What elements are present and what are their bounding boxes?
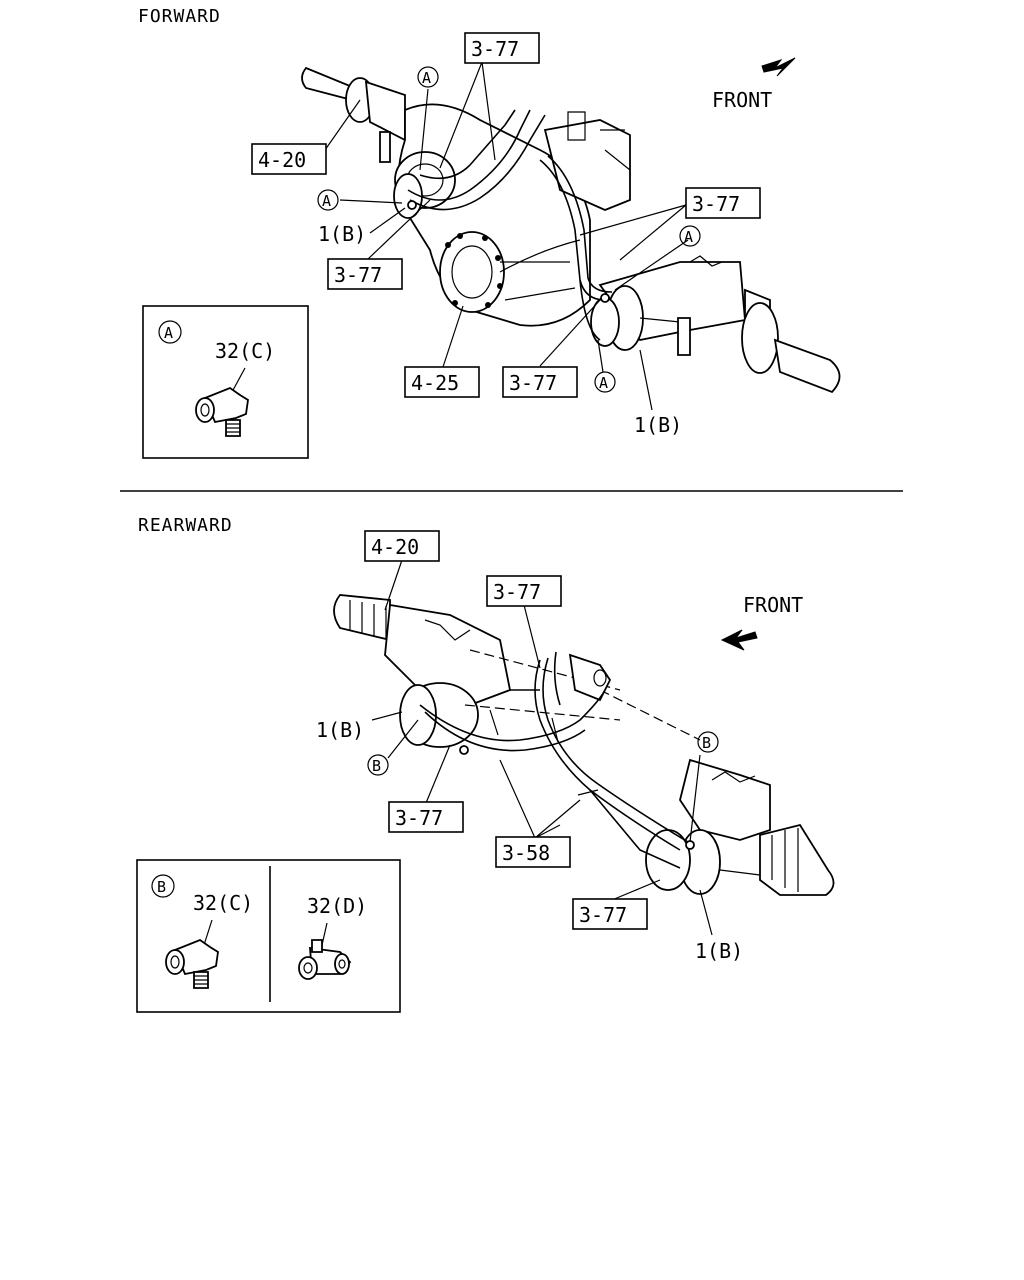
rearward-axle-illustration	[333, 594, 835, 896]
rearward-title: REARWARD	[138, 515, 233, 536]
callout-a-letter: A	[684, 228, 693, 246]
ref-3-58-label: 3-58	[502, 841, 550, 865]
ref-box-4-20[interactable]: 4-20	[364, 530, 440, 562]
ref-box-3-77-left[interactable]: 3-77	[327, 258, 403, 290]
ref-box-3-58[interactable]: 3-58	[495, 836, 571, 868]
ref-box-3-77-left[interactable]: 3-77	[388, 801, 464, 833]
ref-box-4-25[interactable]: 4-25	[404, 366, 480, 398]
callout-a-marker: A	[679, 225, 701, 247]
ref-3-77-right-label: 3-77	[692, 192, 740, 216]
ref-box-3-77-right[interactable]: 3-77	[685, 187, 761, 219]
forward-axle-illustration	[301, 66, 841, 394]
ref-4-20-label: 4-20	[258, 148, 306, 172]
elbow-fitting-icon	[195, 386, 249, 437]
callout-a-marker: A	[594, 371, 616, 393]
front-arrow-icon	[761, 57, 796, 77]
part-label-1b-right: 1(B)	[695, 939, 743, 963]
inset-a-part-label: 32(C)	[215, 339, 275, 363]
inset-a-letter: A	[164, 324, 173, 342]
callout-b-marker: B	[697, 731, 719, 753]
ref-3-77-left-label: 3-77	[395, 806, 443, 830]
callout-b-marker: B	[367, 754, 389, 776]
rearward-leader-lines	[371, 559, 713, 936]
detail-inset-a: A 32(C)	[142, 305, 309, 459]
callout-a-letter: A	[599, 374, 608, 392]
ref-3-77-top-label: 3-77	[471, 37, 519, 61]
ref-3-77-bottom-label: 3-77	[579, 903, 627, 927]
detail-inset-b: B 32(C) 32(D)	[136, 859, 401, 1013]
rearward-front-label: FRONT	[743, 593, 803, 617]
ref-3-77-bottom-label: 3-77	[509, 371, 557, 395]
forward-title: FORWARD	[138, 6, 221, 27]
tee-fitting-icon	[298, 939, 352, 980]
ref-box-4-20[interactable]: 4-20	[251, 143, 327, 175]
callout-a-letter: A	[322, 192, 331, 210]
callout-a-marker: A	[417, 66, 439, 88]
inset-b-part-left-label: 32(C)	[193, 891, 253, 915]
ref-box-3-77-top[interactable]: 3-77	[464, 32, 540, 64]
ref-3-77-top-label: 3-77	[493, 580, 541, 604]
rearward-section: REARWARD FRONT	[136, 515, 835, 1013]
ref-4-20-label: 4-20	[371, 535, 419, 559]
forward-leader-lines	[291, 61, 689, 411]
callout-a-marker: A	[317, 189, 339, 211]
ref-4-25-label: 4-25	[411, 371, 459, 395]
callout-b-letter: B	[702, 734, 711, 752]
inset-b-part-right-label: 32(D)	[307, 894, 367, 918]
forward-front-label: FRONT	[712, 88, 772, 112]
elbow-fitting-icon	[165, 938, 219, 989]
callout-a-letter: A	[422, 69, 431, 87]
front-arrow-icon	[720, 629, 758, 651]
forward-section: FORWARD FRONT	[138, 6, 841, 459]
part-label-1b-left: 1(B)	[316, 718, 364, 742]
part-label-1b-right: 1(B)	[634, 413, 682, 437]
ref-3-77-left-label: 3-77	[334, 263, 382, 287]
callout-b-letter: B	[372, 757, 381, 775]
part-label-1b-left: 1(B)	[318, 222, 366, 246]
ref-box-3-77-top[interactable]: 3-77	[486, 575, 562, 607]
ref-box-3-77-bottom[interactable]: 3-77	[502, 366, 578, 398]
inset-b-letter: B	[157, 878, 166, 896]
ref-box-3-77-bottom[interactable]: 3-77	[572, 898, 648, 930]
